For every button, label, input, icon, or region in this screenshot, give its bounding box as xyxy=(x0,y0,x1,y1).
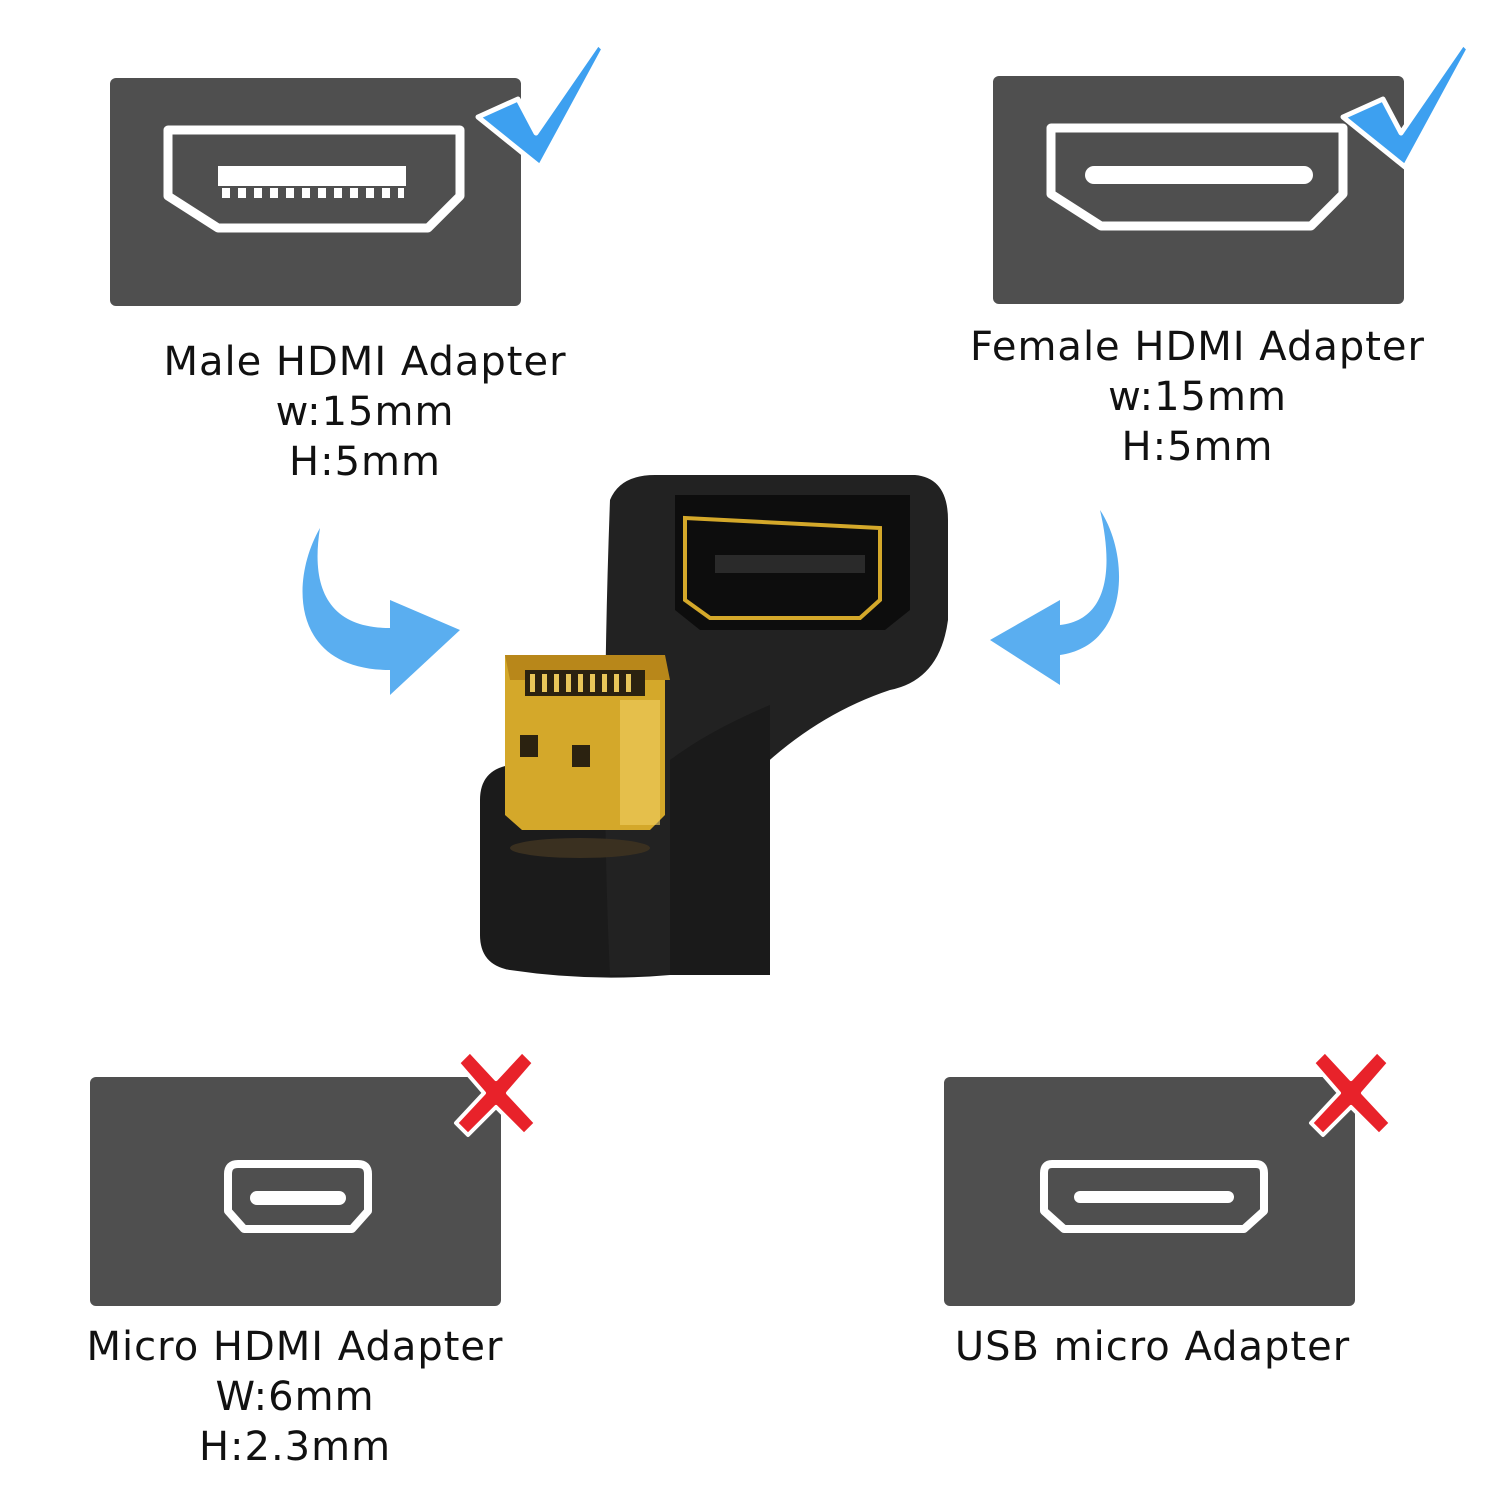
female-hdmi-card xyxy=(993,76,1404,304)
micro-hdmi-port-icon xyxy=(224,1160,372,1233)
check-icon xyxy=(475,40,607,170)
usb-micro-caption: USB micro Adapter xyxy=(925,1322,1380,1372)
cross-icon xyxy=(454,1049,538,1137)
adapter-title: Male HDMI Adapter xyxy=(163,339,567,385)
adapter-height: H:5mm xyxy=(1121,424,1274,470)
hdmi-female-port-icon xyxy=(1046,123,1348,231)
female-hdmi-caption: Female HDMI Adapter w:15mm H:5mm xyxy=(950,322,1445,472)
adapter-title: USB micro Adapter xyxy=(954,1324,1351,1370)
adapter-title: Micro HDMI Adapter xyxy=(86,1324,504,1370)
usb-micro-port-icon xyxy=(1040,1160,1268,1233)
adapter-height: H:5mm xyxy=(289,439,441,485)
curved-arrow-right-icon xyxy=(990,510,1120,685)
adapter-width: w:15mm xyxy=(275,389,455,435)
hdmi-u-adapter-image xyxy=(480,475,948,978)
adapter-height: H:2.3mm xyxy=(198,1424,392,1470)
usb-micro-card xyxy=(944,1077,1355,1306)
cross-icon xyxy=(1309,1049,1393,1137)
micro-hdmi-card xyxy=(90,1077,501,1306)
adapter-width: W:6mm xyxy=(215,1374,375,1420)
adapter-title: Female HDMI Adapter xyxy=(970,324,1425,370)
curved-arrow-left-icon xyxy=(302,528,460,695)
hdmi-male-port-icon xyxy=(163,125,465,233)
male-hdmi-caption: Male HDMI Adapter w:15mm H:5mm xyxy=(140,337,590,487)
male-hdmi-card xyxy=(110,78,521,306)
check-icon xyxy=(1340,40,1472,170)
adapter-width: w:15mm xyxy=(1108,374,1287,420)
micro-hdmi-caption: Micro HDMI Adapter W:6mm H:2.3mm xyxy=(70,1322,520,1472)
